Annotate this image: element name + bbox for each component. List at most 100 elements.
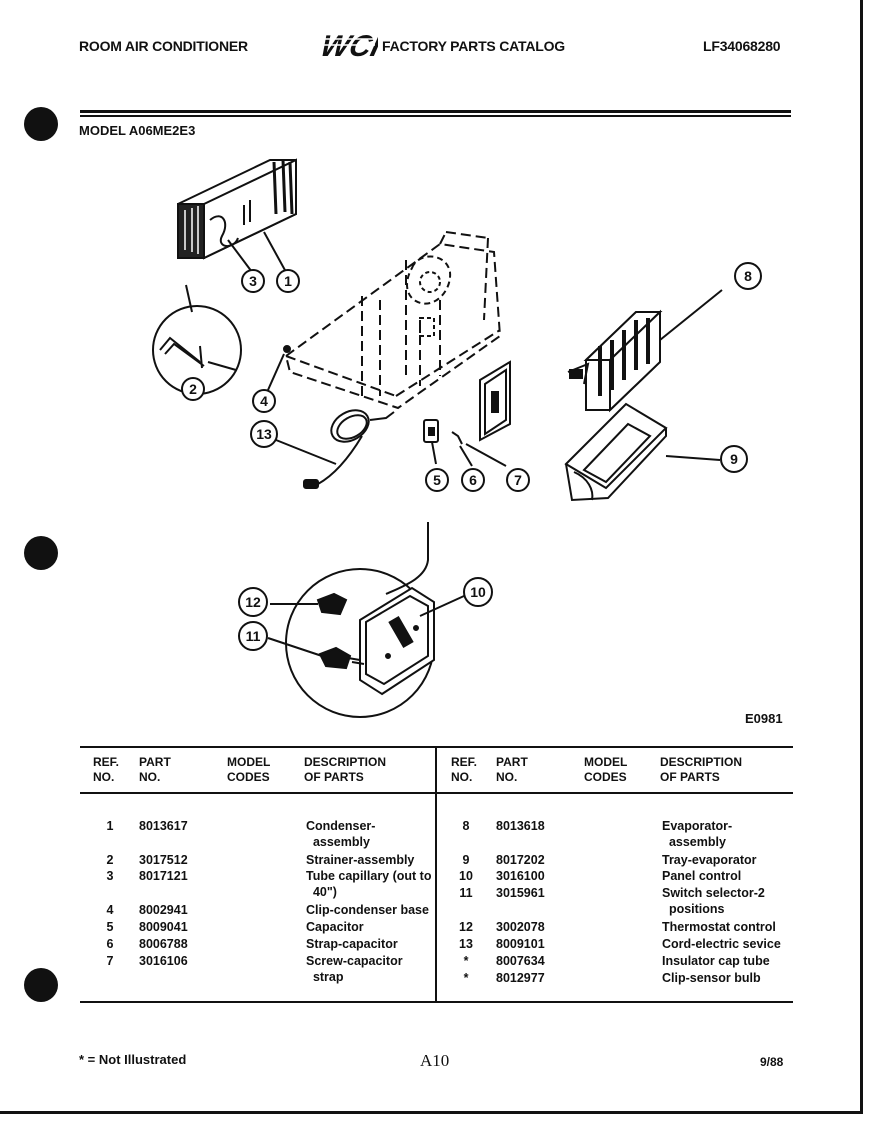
ref-no: * <box>463 971 469 985</box>
part-description: Clip-sensor bulb <box>662 971 761 985</box>
ref-no: 10 <box>459 869 473 883</box>
part-description: Screw-capacitor strap <box>306 954 403 984</box>
col-header-part: PART NO. <box>139 755 171 784</box>
part-no: 8017202 <box>496 853 545 867</box>
svg-text:2: 2 <box>189 381 197 397</box>
evaporator-tray <box>564 402 668 502</box>
wci-logo: WCI <box>317 29 378 60</box>
header-product: ROOM AIR CONDITIONER <box>79 38 248 54</box>
callout-5: 5 <box>425 468 449 492</box>
callout-1: 1 <box>276 269 300 293</box>
punch-hole-top <box>24 107 58 141</box>
svg-text:13: 13 <box>256 426 272 442</box>
base-pan <box>284 231 502 410</box>
col-header-model: MODEL CODES <box>227 755 271 784</box>
part-description: Condenser- assembly <box>306 819 376 849</box>
col-header-desc: DESCRIPTION OF PARTS <box>660 755 743 784</box>
part-description: Clip-condenser base <box>306 903 429 917</box>
part-description: Capacitor <box>306 920 364 934</box>
ref-no: 2 <box>106 853 114 867</box>
part-no: 8013618 <box>496 819 545 833</box>
col-header-model: MODEL CODES <box>584 755 628 784</box>
part-description: Cord-electric sevice <box>662 937 781 951</box>
part-no: 3016106 <box>139 954 188 968</box>
svg-text:6: 6 <box>469 472 477 488</box>
svg-text:12: 12 <box>245 594 261 610</box>
part-no: 8007634 <box>496 954 545 968</box>
footnote: * = Not Illustrated <box>79 1052 187 1067</box>
part-no: 8006788 <box>139 937 188 951</box>
svg-text:1: 1 <box>284 273 292 289</box>
control-panel-zoom <box>285 522 435 718</box>
callout-11: 11 <box>238 621 268 651</box>
svg-text:9: 9 <box>730 451 738 467</box>
ref-no: 12 <box>459 920 473 934</box>
header-rule <box>80 110 791 113</box>
part-no: 3016100 <box>496 869 545 883</box>
table-bottom-rule <box>80 1001 793 1003</box>
ref-no: 7 <box>106 954 114 968</box>
part-no: 8013617 <box>139 819 188 833</box>
blower-scroll <box>406 255 452 337</box>
part-no: 8012977 <box>496 971 545 985</box>
part-no: 8017121 <box>139 869 188 883</box>
header-rule-thin <box>80 115 791 117</box>
part-no: 3015961 <box>496 886 545 900</box>
ref-no: 11 <box>459 886 473 900</box>
ref-no: 3 <box>106 869 114 883</box>
part-description: Panel control <box>662 869 742 883</box>
part-no: 3017512 <box>139 853 188 867</box>
page-number: A10 <box>420 1051 450 1070</box>
callout-8: 8 <box>734 262 762 290</box>
callout-4: 4 <box>252 389 276 413</box>
part-no: 8009101 <box>496 937 545 951</box>
control-plate <box>479 360 511 442</box>
ref-no: 6 <box>106 937 114 951</box>
part-description: Thermostat control <box>662 920 776 934</box>
model-label: MODEL A06ME2E3 <box>79 123 196 138</box>
ref-no: * <box>463 954 469 968</box>
table-header-rule-left <box>80 792 435 794</box>
header-catalog-number: LF34068280 <box>703 38 781 54</box>
callout-9: 9 <box>720 445 748 473</box>
callout-6: 6 <box>461 468 485 492</box>
table-header-rule-right <box>437 792 793 794</box>
power-cord <box>303 409 395 489</box>
col-header-ref: REF. NO. <box>93 755 120 784</box>
part-no: 8009041 <box>139 920 188 934</box>
svg-text:4: 4 <box>260 393 268 409</box>
ref-no: 8 <box>462 819 470 833</box>
col-header-part: PART NO. <box>496 755 528 784</box>
ref-no: 5 <box>106 920 114 934</box>
ref-no: 1 <box>106 819 114 833</box>
table-top-rule <box>80 746 793 748</box>
svg-text:10: 10 <box>470 584 486 600</box>
svg-text:7: 7 <box>514 472 522 488</box>
header-catalog: FACTORY PARTS CATALOG <box>382 38 565 54</box>
svg-text:5: 5 <box>433 472 441 488</box>
figure-id: E0981 <box>745 711 783 726</box>
part-no: 3002078 <box>496 920 545 934</box>
punch-hole-bottom <box>24 968 58 1002</box>
table-divider <box>435 747 437 1002</box>
callout-12: 12 <box>238 587 268 617</box>
callout-10: 10 <box>463 577 493 607</box>
callout-13: 13 <box>250 420 278 448</box>
callout-3: 3 <box>241 269 265 293</box>
callout-7: 7 <box>506 468 530 492</box>
part-description: Strainer-assembly <box>306 853 415 867</box>
svg-text:11: 11 <box>246 628 261 644</box>
part-description: Tray-evaporator <box>662 853 757 867</box>
part-description: Switch selector-2 positions <box>662 886 765 916</box>
ref-no: 4 <box>106 903 114 917</box>
col-header-desc: DESCRIPTION OF PARTS <box>304 755 387 784</box>
part-description: Insulator cap tube <box>662 954 770 968</box>
part-description: Evaporator- assembly <box>662 819 733 849</box>
page-border-bottom <box>0 1111 863 1114</box>
exploded-parts-diagram: 1 2 3 4 5 6 7 8 9 10 11 12 13 <box>152 158 762 718</box>
page-border-right <box>860 0 863 1113</box>
ref-no: 9 <box>462 853 470 867</box>
svg-text:8: 8 <box>744 268 752 284</box>
part-description: Strap-capacitor <box>306 937 398 951</box>
part-description: Tube capillary (out to 40") <box>306 869 432 899</box>
